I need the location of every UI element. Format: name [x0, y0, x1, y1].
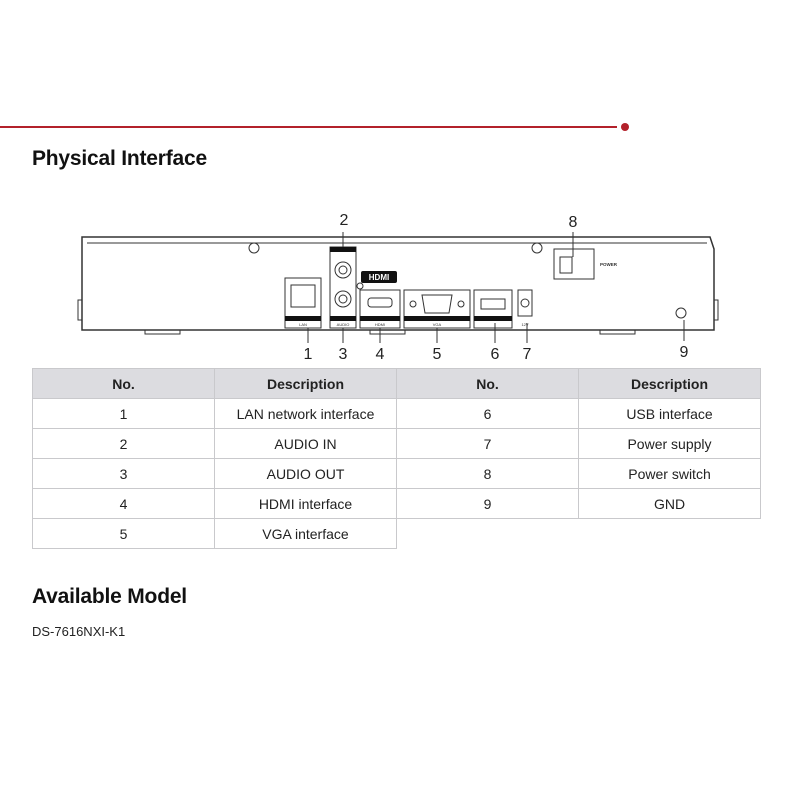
description-cell: Power switch [578, 458, 761, 489]
description-cell: LAN network interface [214, 398, 397, 429]
callout-3: 3 [339, 346, 348, 363]
hdmi-port-label: HDMI [375, 322, 385, 327]
description-cell: HDMI interface [214, 488, 397, 519]
column-header: No. [32, 368, 215, 399]
number-cell: 3 [32, 458, 215, 489]
callout-1: 1 [304, 346, 313, 363]
section-title-available-model: Available Model [32, 585, 187, 608]
description-cell: VGA interface [214, 518, 397, 549]
rear-panel-diagram: LAN AUDIO HDMI HDMI VGA 12V POWER 1 2 3 … [77, 212, 719, 363]
description-cell: USB interface [578, 398, 761, 429]
number-cell: 7 [396, 428, 579, 459]
power-switch-label: POWER [600, 262, 618, 267]
empty-cell [579, 519, 761, 549]
number-cell: 5 [32, 518, 215, 549]
description-cell: AUDIO OUT [214, 458, 397, 489]
audio-port-label: AUDIO [337, 322, 350, 327]
vga-port-label: VGA [433, 322, 442, 327]
number-cell: 2 [32, 428, 215, 459]
callout-8: 8 [569, 214, 578, 231]
callout-4: 4 [376, 346, 385, 363]
description-cell: AUDIO IN [214, 428, 397, 459]
callout-5: 5 [433, 346, 442, 363]
model-number: DS-7616NXI-K1 [32, 624, 126, 639]
number-cell: 1 [32, 398, 215, 429]
description-cell: GND [578, 488, 761, 519]
column-header: Description [214, 368, 397, 399]
callout-9: 9 [680, 344, 689, 361]
number-cell: 8 [396, 458, 579, 489]
column-header: Description [578, 368, 761, 399]
number-cell: 9 [396, 488, 579, 519]
empty-cell [397, 519, 579, 549]
table-header-row: No. Description No. Description [32, 368, 761, 399]
callout-6: 6 [491, 346, 500, 363]
header-rule-dot [621, 123, 629, 131]
callout-2: 2 [340, 212, 349, 229]
callout-7: 7 [523, 346, 532, 363]
lan-port-label: LAN [299, 322, 307, 327]
column-header: No. [396, 368, 579, 399]
header-rule [0, 126, 617, 128]
power-input-label: 12V [521, 322, 528, 327]
section-title-physical-interface: Physical Interface [32, 147, 207, 170]
number-cell: 4 [32, 488, 215, 519]
number-cell: 6 [396, 398, 579, 429]
description-cell: Power supply [578, 428, 761, 459]
hdmi-logo: HDMI [369, 273, 389, 282]
